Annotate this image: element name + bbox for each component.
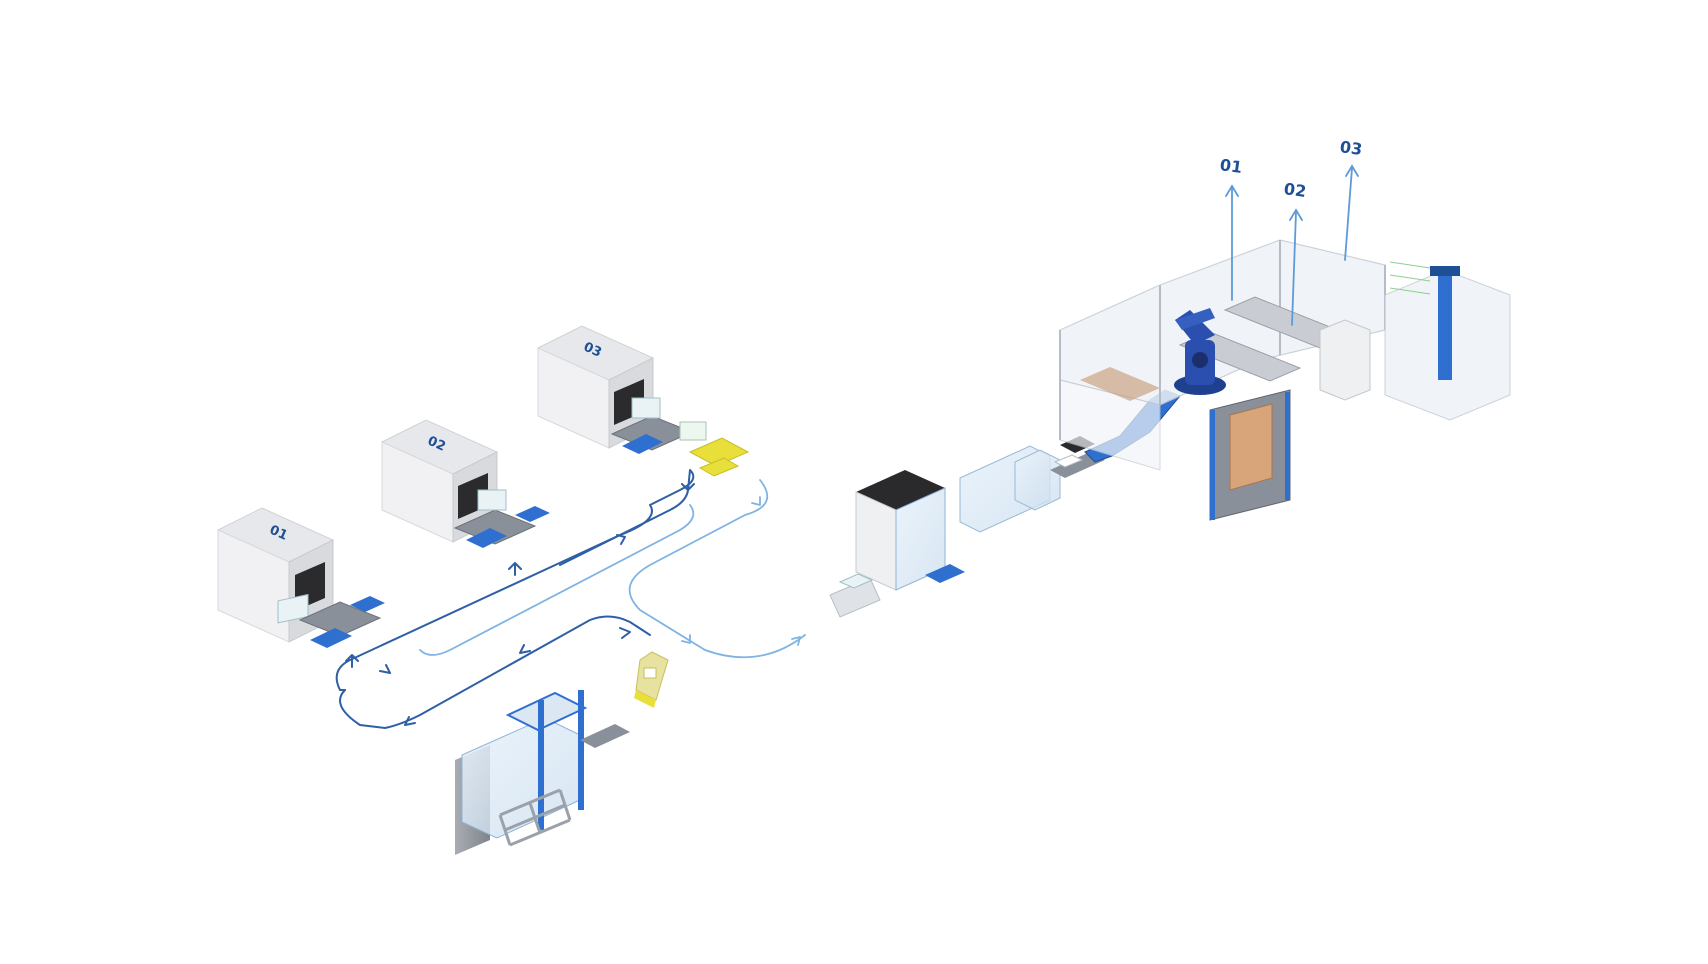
machine-01-conveyor [298,601,382,637]
spur-machine-03 [559,484,690,566]
cell-floor-pallet [1080,367,1160,401]
output-arrow-01 [1225,184,1239,301]
return-loop-dark [339,615,651,729]
machine-01-label: 01 [267,523,290,544]
output-arrow-02 [1289,208,1303,326]
light-curtain [1389,261,1431,295]
inspection-unit [829,445,1105,618]
flow-lines [335,469,806,729]
stacker-unit [1319,319,1371,401]
machine-02-label: 02 [425,434,448,455]
loader-rack [498,788,572,847]
machine-03-label: 03 [581,340,604,361]
guard-enclosure-2 [1014,449,1061,511]
machine-01-box [277,593,309,624]
loader-post-2 [578,690,584,810]
machine-02-tray [466,528,507,548]
light-flow-2 [628,479,806,659]
output-label-03: 03 [1339,137,1364,159]
pallet-magazine-post-2 [1285,392,1290,500]
machine-03-yellow-conveyor-2 [698,457,740,477]
yellow-cart [634,651,669,708]
flow-arrows-light [681,496,801,646]
output-label-01: 01 [1219,155,1244,177]
pallet-stack [1229,403,1273,491]
machine-02: 02 [380,419,550,548]
machine-02-box [477,489,507,511]
output-arrows [1225,164,1359,326]
loader-top [505,691,588,732]
machine-03-box-2 [679,421,707,441]
machine-01: 01 [216,507,385,648]
machine-03-tray [622,434,663,454]
loader-conveyor [580,724,630,748]
machine-03-yellow-conveyor [688,437,750,467]
inspection-box [838,573,874,589]
loader-post [538,700,544,830]
robot-arm [1174,308,1226,395]
machine-03: 03 [536,325,750,477]
machine-01-tray-2 [350,596,385,612]
machine-02-tray-2 [515,506,550,522]
small-box [1053,454,1084,468]
wrap-station-cap [1430,266,1460,276]
inspection-top [856,470,945,510]
loader-station [455,690,630,855]
machine-01-tray [310,628,352,648]
palletizing-cell [1059,239,1511,521]
loop-left-end [335,659,351,691]
light-flow-1 [419,504,695,656]
output-label-02: 02 [1283,179,1308,201]
inspection-tray [925,564,965,583]
loader-glass [461,717,581,839]
wrap-station-column [1438,270,1452,380]
pallet-magazine-post [1210,410,1215,520]
flow-arrows [345,483,695,726]
machine-03-box [631,397,661,419]
output-arrow-03 [1344,164,1359,261]
